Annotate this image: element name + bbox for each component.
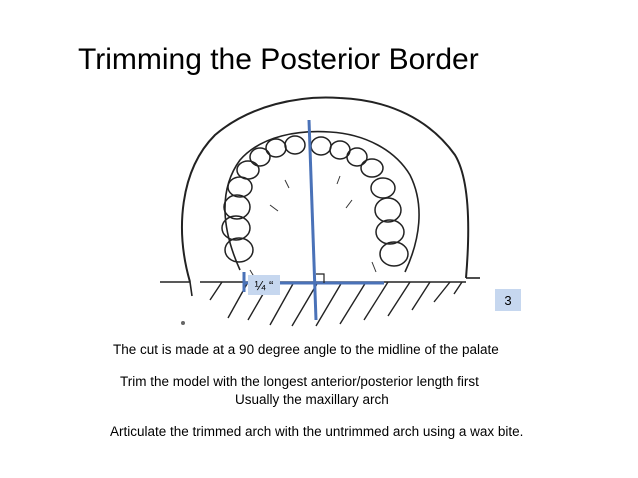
right-angle-mark [316,273,325,283]
model-base-left [160,281,193,297]
posterior-hatching [200,281,466,327]
teeth-left [221,135,306,263]
number-label: 3 [495,289,521,311]
midline [307,119,318,321]
palate-marks [249,175,377,281]
teeth-right [310,136,409,267]
slide-title: Trimming the Posterior Border [78,43,479,76]
text-line-3: Usually the maxillary arch [235,392,389,407]
model-outline [181,96,470,283]
quarter-inch-label: ¼ “ [248,275,280,295]
small-dot [181,321,185,325]
text-line-4: Articulate the trimmed arch with the unt… [110,424,524,439]
inner-arch [224,130,420,273]
text-line-1: The cut is made at a 90 degree angle to … [113,342,499,357]
text-line-2: Trim the model with the longest anterior… [120,374,479,389]
